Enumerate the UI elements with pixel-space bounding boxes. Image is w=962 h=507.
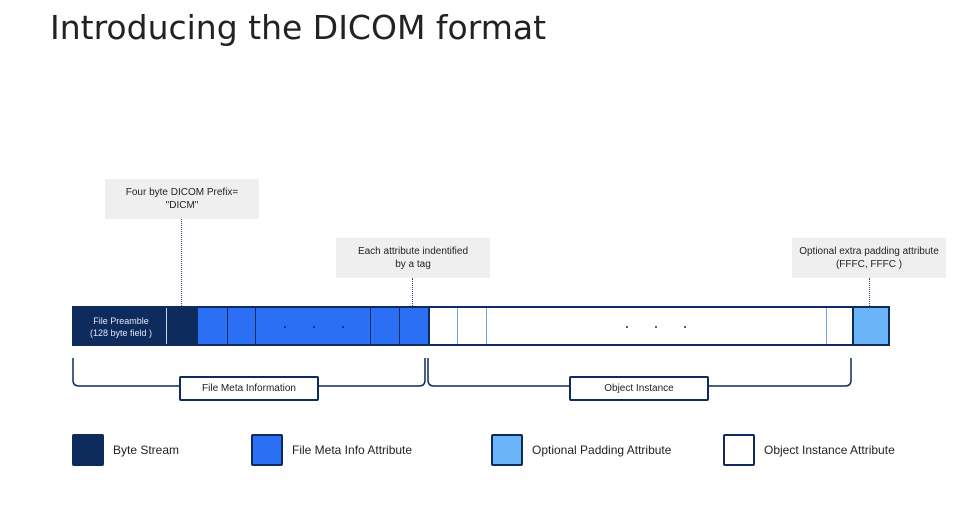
ellipsis-dot	[626, 326, 628, 328]
byte-stream-swatch	[72, 434, 104, 466]
padding-attribute-callout: Optional extra padding attribute (FFFC, …	[792, 238, 946, 278]
file-meta-attribute-divider	[370, 308, 371, 344]
ellipsis-dot	[655, 326, 657, 328]
object-instance-swatch	[723, 434, 755, 466]
optional-padding-segment	[852, 308, 888, 344]
object-attribute-divider	[486, 308, 487, 344]
attribute-tag-callout: Each attribute indentified by a tag	[336, 238, 490, 278]
file-meta-info-segment	[198, 308, 428, 344]
dicom-prefix-leader	[181, 219, 182, 306]
attribute-tag-leader	[412, 278, 413, 306]
file-meta-attribute-divider	[227, 308, 228, 344]
dicom-byte-bar: File Preamble (128 byte field )	[72, 306, 890, 346]
file-preamble-size: (128 byte field )	[89, 328, 153, 338]
object-instance-segment	[428, 308, 852, 344]
file-meta-information-label: File Meta Information	[179, 376, 319, 401]
optional-padding-swatch	[491, 434, 523, 466]
legend-object-instance: Object Instance Attribute	[723, 432, 895, 468]
padding-attribute-text-line2: (FFFC, FFFC )	[835, 259, 903, 270]
file-meta-attribute-label: File Meta Info Attribute	[292, 443, 413, 457]
file-preamble-segment: File Preamble (128 byte field )	[74, 308, 166, 344]
file-meta-attribute-divider	[255, 308, 256, 344]
file-preamble-label: File Preamble	[93, 316, 149, 326]
file-meta-information-text: File Meta Information	[202, 383, 296, 394]
ellipsis-dot	[284, 326, 286, 328]
padding-attribute-text-line1: Optional extra padding attribute	[799, 246, 939, 257]
dicom-prefix-callout: Four byte DICOM Prefix= "DICM"	[105, 179, 259, 219]
object-instance-label: Object Instance	[569, 376, 709, 401]
object-attribute-divider	[457, 308, 458, 344]
ellipsis-dot	[684, 326, 686, 328]
ellipsis-dot	[342, 326, 344, 328]
byte-stream-label: Byte Stream	[113, 443, 180, 457]
object-instance-attribute-label: Object Instance Attribute	[764, 443, 895, 457]
attribute-tag-text-line1: Each attribute indentified	[357, 246, 469, 257]
page-title: Introducing the DICOM format	[50, 8, 547, 47]
file-meta-swatch	[251, 434, 283, 466]
dicom-prefix-segment	[166, 308, 198, 344]
legend-file-meta-attribute: File Meta Info Attribute	[251, 432, 412, 468]
optional-padding-label: Optional Padding Attribute	[532, 443, 672, 457]
object-instance-text: Object Instance	[604, 383, 674, 394]
ellipsis-dot	[313, 326, 315, 328]
object-attribute-divider	[826, 308, 827, 344]
padding-attribute-leader	[869, 278, 870, 306]
dicom-prefix-text: Four byte DICOM Prefix= "DICM"	[125, 187, 239, 211]
legend-byte-stream: Byte Stream	[72, 432, 179, 468]
legend-optional-padding: Optional Padding Attribute	[491, 432, 671, 468]
file-meta-attribute-divider	[399, 308, 400, 344]
attribute-tag-text-line2: by a tag	[395, 259, 431, 270]
